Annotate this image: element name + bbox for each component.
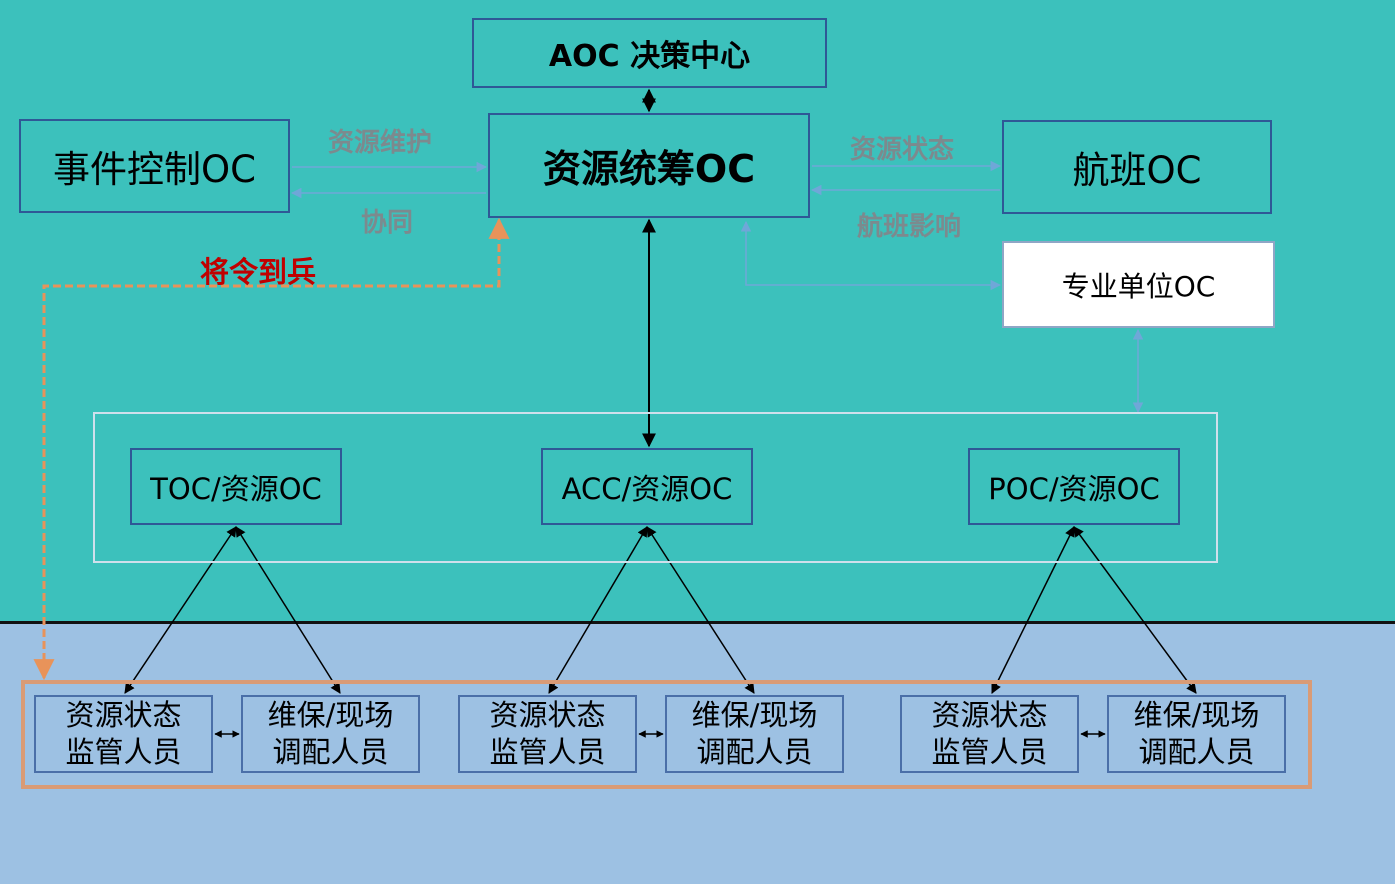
edge-label-status: 资源状态: [850, 135, 955, 165]
link-acc-monitor: [548, 526, 648, 694]
staff-label-line1: 维保/现场: [1133, 698, 1260, 732]
link-poc-dispatch: [1073, 526, 1197, 694]
staff-label-line2: 调配人员: [696, 735, 813, 769]
event-control-oc-node: 事件控制OC: [19, 119, 290, 213]
monitor-staff-node: 资源状态 监管人员: [458, 695, 637, 773]
edge-label-cooperation: 协同: [361, 208, 414, 238]
dispatch-staff-node: 维保/现场 调配人员: [1107, 695, 1286, 773]
edge-label-maintenance: 资源维护: [328, 128, 433, 158]
staff-label-line1: 资源状态: [489, 698, 606, 732]
edge-label-impact: 航班影响: [857, 212, 962, 242]
monitor-staff-node: 资源状态 监管人员: [34, 695, 213, 773]
staff-label-line1: 资源状态: [65, 698, 182, 732]
link-command: [33, 217, 510, 681]
staff-label-line2: 监管人员: [489, 735, 606, 769]
link-toc-monitor: [124, 526, 237, 694]
monitor-staff-node: 资源状态 监管人员: [900, 695, 1079, 773]
toc-resource-oc-node: TOC/资源OC: [130, 448, 342, 525]
staff-label-line2: 监管人员: [65, 735, 182, 769]
flight-oc-node: 航班OC: [1002, 120, 1272, 214]
staff-label-line1: 资源状态: [931, 698, 1048, 732]
sub-oc-group-frame: [93, 412, 1218, 563]
resource-coordination-oc-node: 资源统筹OC: [488, 113, 810, 218]
link-poc-monitor: [991, 526, 1075, 694]
edge-label-command: 将令到兵: [200, 255, 317, 289]
link-center-professional: [740, 220, 1002, 291]
staff-label-line2: 监管人员: [931, 735, 1048, 769]
aoc-decision-center-node: AOC 决策中心: [472, 18, 827, 88]
staff-label-line1: 维保/现场: [691, 698, 818, 732]
dispatch-staff-node: 维保/现场 调配人员: [241, 695, 420, 773]
dispatch-staff-node: 维保/现场 调配人员: [665, 695, 844, 773]
field-staff-frame: [21, 680, 1312, 789]
link-toc-dispatch: [235, 526, 341, 694]
professional-unit-oc-node: 专业单位OC: [1002, 241, 1275, 328]
link-acc-dispatch: [646, 526, 755, 694]
poc-resource-oc-node: POC/资源OC: [968, 448, 1180, 525]
staff-label-line2: 调配人员: [272, 735, 389, 769]
staff-label-line1: 维保/现场: [267, 698, 394, 732]
acc-resource-oc-node: ACC/资源OC: [541, 448, 753, 525]
staff-label-line2: 调配人员: [1138, 735, 1255, 769]
